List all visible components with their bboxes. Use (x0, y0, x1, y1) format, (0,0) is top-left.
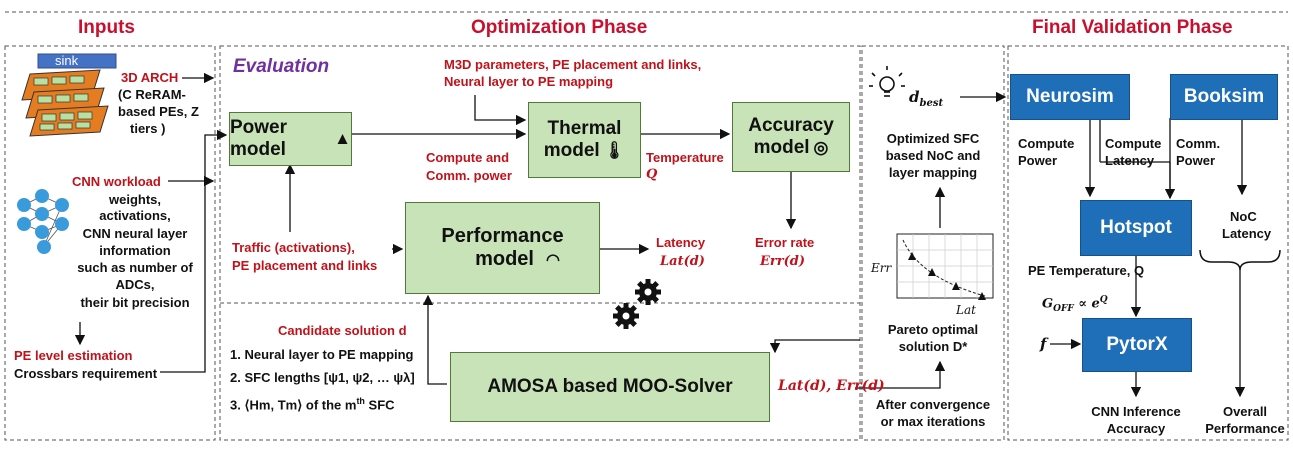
gears-icon (613, 279, 661, 329)
traffic-line-2: PE placement and links (232, 258, 378, 273)
lightbulb-icon (869, 66, 905, 97)
compute-comm-2: Comm. power (426, 168, 512, 183)
evaluation-title: Evaluation (233, 56, 330, 77)
traffic-line-1: Traffic (activations), (232, 240, 355, 255)
goff-symbol: G (1042, 296, 1054, 312)
power-model-box: Power model ▲ (229, 112, 352, 166)
amosa-solver-label: AMOSA based MOO-Solver (487, 376, 733, 397)
overall-performance-2: Performance (1205, 421, 1285, 436)
neurosim-box: Neurosim (1010, 74, 1130, 120)
arch-body-2: based PEs, Z (118, 104, 199, 119)
cnn-line-0: weights, (108, 192, 161, 207)
solver-item-3-end: SFC (364, 397, 395, 413)
neurosim-label: Neurosim (1026, 86, 1114, 107)
arch-body-3: tiers ) (130, 121, 166, 136)
solver-item-3-sup: th (356, 396, 365, 406)
thermal-model-label-1: Thermal (547, 118, 622, 139)
amosa-solver-box: AMOSA based MOO-Solver (450, 352, 770, 422)
noc-latency-2: Latency (1222, 226, 1272, 241)
temperature-symbol: Q (646, 167, 658, 182)
overall-performance-1: Overall (1222, 404, 1268, 419)
pareto-line-1: solution D* (898, 339, 968, 354)
thermal-model-box: Thermal model🌡 (528, 102, 641, 178)
solver-item-2: 2. SFC lengths [ψ1, ψ2, … ψλ] (230, 370, 415, 385)
final-validation-header: Final Validation Phase (1032, 17, 1233, 38)
pareto-line-0: Pareto optimal (887, 322, 979, 337)
target-icon: ◎ (813, 138, 829, 157)
sink-label: sink (55, 53, 79, 68)
latency-symbol: Lat(d) (660, 254, 705, 269)
solver-item-3: 3. ⟨Hm, Tm⟩ of the m (230, 397, 357, 413)
optimized-line-2: layer mapping (888, 165, 978, 180)
compute-power-2: Power (1018, 153, 1058, 168)
goff-superscript: Q (1099, 295, 1108, 305)
error-rate-label: Error rate (755, 235, 815, 250)
cnn-line-3: information (99, 243, 171, 258)
pytorx-label: PytorX (1106, 334, 1168, 355)
comm-power-2: Power (1176, 153, 1216, 168)
compute-latency-2: Latency (1105, 153, 1155, 168)
cnn-line-5: ADCs, (115, 277, 155, 292)
cnn-workload-title: CNN workload (72, 174, 161, 189)
power-model-label: Power model (230, 117, 288, 160)
chip-tier-stack (21, 69, 109, 137)
hotspot-box: Hotspot (1080, 200, 1192, 256)
goff-relation: ∝ e (1073, 296, 1100, 312)
accuracy-model-label-2: model (753, 137, 810, 158)
noc-latency-1: NoC (1230, 209, 1257, 224)
compute-power-1: Compute (1018, 136, 1075, 151)
solver-item-1: 1. Neural layer to PE mapping (230, 347, 414, 362)
compute-comm-1: Compute and (426, 150, 510, 165)
comm-power-1: Comm. (1176, 136, 1221, 151)
performance-model-box: Performance model ◠ (405, 202, 600, 294)
arch-body-1: (C ReRAM- (118, 87, 186, 102)
cnn-line-1: activations, (99, 208, 171, 223)
performance-model-label-1: Performance (441, 225, 564, 247)
optimized-line-0: Optimized SFC (886, 131, 980, 146)
goff-subscript: OFF (1053, 303, 1074, 314)
thermometer-icon: 🌡 (603, 141, 626, 160)
feedback-symbols: Lat(d), Err(d) (778, 378, 885, 394)
accuracy-model-box: Accuracy model◎ (732, 102, 850, 172)
compute-latency-1: Compute (1105, 136, 1162, 151)
cnn-line-4: such as number of (77, 260, 193, 275)
pe-temperature-label: PE Temperature, Q (1028, 263, 1145, 278)
dbest-symbol: d (909, 88, 920, 106)
accuracy-model-label-1: Accuracy (748, 115, 834, 136)
pe-level-title: PE level estimation (14, 348, 133, 363)
pytorx-box: PytorX (1082, 318, 1192, 372)
after-line-0: After convergence (875, 397, 991, 412)
lat-axis-label: Lat (956, 303, 976, 317)
cnn-line-2: CNN neural layer (82, 226, 188, 241)
after-line-1: or max iterations (880, 414, 986, 429)
f-symbol: f (1040, 335, 1047, 353)
speedometer-icon: ◠ (545, 252, 560, 269)
optimized-line-1: based NoC and (885, 148, 981, 163)
temperature-label: Temperature (646, 150, 724, 165)
latency-label: Latency (656, 235, 706, 250)
err-axis-label: Err (871, 261, 892, 275)
optimization-header: Optimization Phase (471, 17, 648, 38)
power-warning-icon: ▲ (334, 129, 351, 148)
cnn-line-6: their bit precision (80, 295, 190, 310)
cnn-accuracy-2: Accuracy (1106, 421, 1166, 436)
dbest-subscript: best (919, 98, 944, 109)
thermal-model-label-2: model (543, 140, 600, 161)
hotspot-label: Hotspot (1100, 217, 1172, 238)
inputs-header: Inputs (78, 17, 135, 38)
booksim-label: Booksim (1183, 86, 1265, 107)
performance-model-label-2: model (475, 248, 534, 270)
m3d-line-1: Neural layer to PE mapping (444, 74, 614, 89)
candidate-solution: Candidate solution d (278, 323, 407, 338)
cnn-accuracy-1: CNN Inference (1091, 404, 1181, 419)
error-rate-symbol: Err(d) (760, 254, 805, 269)
m3d-line-0: M3D parameters, PE placement and links, (444, 57, 702, 72)
pe-level-body: Crossbars requirement (14, 366, 158, 381)
arch-title: 3D ARCH (121, 70, 179, 85)
booksim-box: Booksim (1170, 74, 1278, 120)
